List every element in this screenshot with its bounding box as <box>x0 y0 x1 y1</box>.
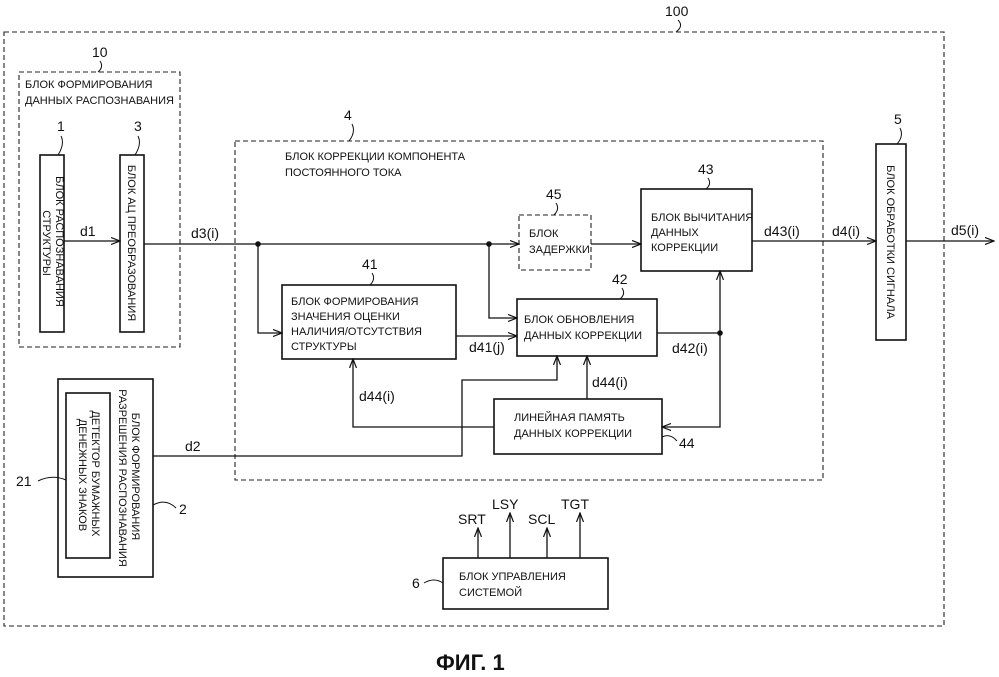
figure-caption: ФИГ. 1 <box>436 650 505 675</box>
delay-label: БЛОК ЗАДЕРЖКИ <box>529 228 590 256</box>
recognition-data-unit-leader <box>98 61 102 72</box>
pattern-recognition-leader <box>58 136 62 155</box>
correction-update-block <box>517 299 657 356</box>
correction-line-memory-label: ЛИНЕЙНАЯ ПАМЯТЬ ДАННЫХ КОРРЕКЦИИ <box>514 411 632 440</box>
recognition-data-unit-ref: 10 <box>92 44 108 60</box>
d3-label: d3(i) <box>191 225 219 241</box>
d41-label: d41(j) <box>469 339 505 355</box>
correction-line-memory-leader <box>662 436 677 441</box>
srt-label: SRT <box>458 511 486 527</box>
banknote-detector-ref: 21 <box>16 473 32 489</box>
signal-processing-leader <box>897 128 901 144</box>
correction-update-leader <box>620 288 624 299</box>
recognition-enable-leader <box>153 502 176 508</box>
d1-label: d1 <box>80 223 96 239</box>
correction-subtraction-leader <box>706 178 710 189</box>
correction-line-memory-ref: 44 <box>679 435 695 451</box>
system-control-block <box>443 558 608 609</box>
system-control-leader <box>424 580 443 583</box>
lsy-label: LSY <box>492 496 519 512</box>
correction-subtraction-ref: 43 <box>698 161 714 177</box>
adc-leader <box>135 136 139 155</box>
system-control-ref: 6 <box>412 575 420 591</box>
d44-label-left: d44(i) <box>359 388 395 404</box>
system-control-label: БЛОК УПРАВЛЕНИЯ СИСТЕМОЙ <box>459 571 569 599</box>
pattern-evaluation-ref: 41 <box>362 256 378 272</box>
pattern-recognition-label: БЛОК РАСПОЗНАВАНИЯ СТРУКТУРЫ <box>40 176 65 310</box>
adc-ref: 3 <box>134 118 142 134</box>
recognition-enable-ref: 2 <box>179 501 187 517</box>
correction-line-memory-block <box>494 399 662 454</box>
delay-leader <box>554 203 558 215</box>
correction-subtraction-label: БЛОК ВЫЧИТАНИЯ ДАННЫХ КОРРЕКЦИИ <box>651 212 756 254</box>
pattern-evaluation-label: БЛОК ФОРМИРОВАНИЯ ЗНАЧЕНИЯ ОЦЕНКИ НАЛИЧИ… <box>291 296 425 353</box>
device-boundary <box>4 32 944 626</box>
d2-label: d2 <box>185 438 201 454</box>
signal-processing-label: БЛОК ОБРАБОТКИ СИГНАЛА <box>884 165 896 319</box>
delay-block <box>519 215 591 270</box>
delay-ref: 45 <box>546 186 562 202</box>
adc-label: БЛОК АЦ ПРЕОБРАЗОВАНИЯ <box>125 165 137 321</box>
pattern-recognition-ref: 1 <box>57 118 65 134</box>
d3-to-42-wire <box>489 244 517 318</box>
scl-label: SCL <box>528 511 555 527</box>
device-ref-leader <box>676 20 681 32</box>
d2-wire <box>153 356 557 456</box>
d44-label-right: d44(i) <box>592 374 628 390</box>
d5-label: d5(i) <box>951 222 979 238</box>
d4-label: d4(i) <box>832 223 860 239</box>
d3-to-41-wire <box>258 244 282 333</box>
recognition-enable-label: БЛОК ФОРМИРОВАНИЯ РАЗРЕШЕНИЯ РАСПОЗНАВАН… <box>116 389 141 567</box>
signal-processing-ref: 5 <box>894 111 902 127</box>
banknote-detector-label: ДЕТЕКТОР БУМАЖНЫХ ДЕНЕЖНЫХ ЗНАКОВ <box>76 410 101 539</box>
pattern-evaluation-leader <box>370 273 374 285</box>
correction-update-label: БЛОК ОБНОВЛЕНИЯ ДАННЫХ КОРРЕКЦИИ <box>524 314 642 342</box>
d42-label: d42(i) <box>672 340 708 356</box>
dc-correction-unit-leader <box>349 124 353 141</box>
tgt-label: TGT <box>561 496 589 512</box>
recognition-data-unit-title: БЛОК ФОРМИРОВАНИЯ ДАННЫХ РАСПОЗНАВАНИЯ <box>25 79 174 107</box>
correction-update-ref: 42 <box>612 271 628 287</box>
dc-correction-unit-ref: 4 <box>344 107 352 123</box>
device-ref-number: 100 <box>665 3 689 19</box>
dc-correction-unit-title: БЛОК КОРРЕКЦИИ КОМПОНЕНТА ПОСТОЯННОГО ТО… <box>285 151 468 179</box>
d43-label: d43(i) <box>764 223 800 239</box>
banknote-detector-leader <box>38 477 66 481</box>
